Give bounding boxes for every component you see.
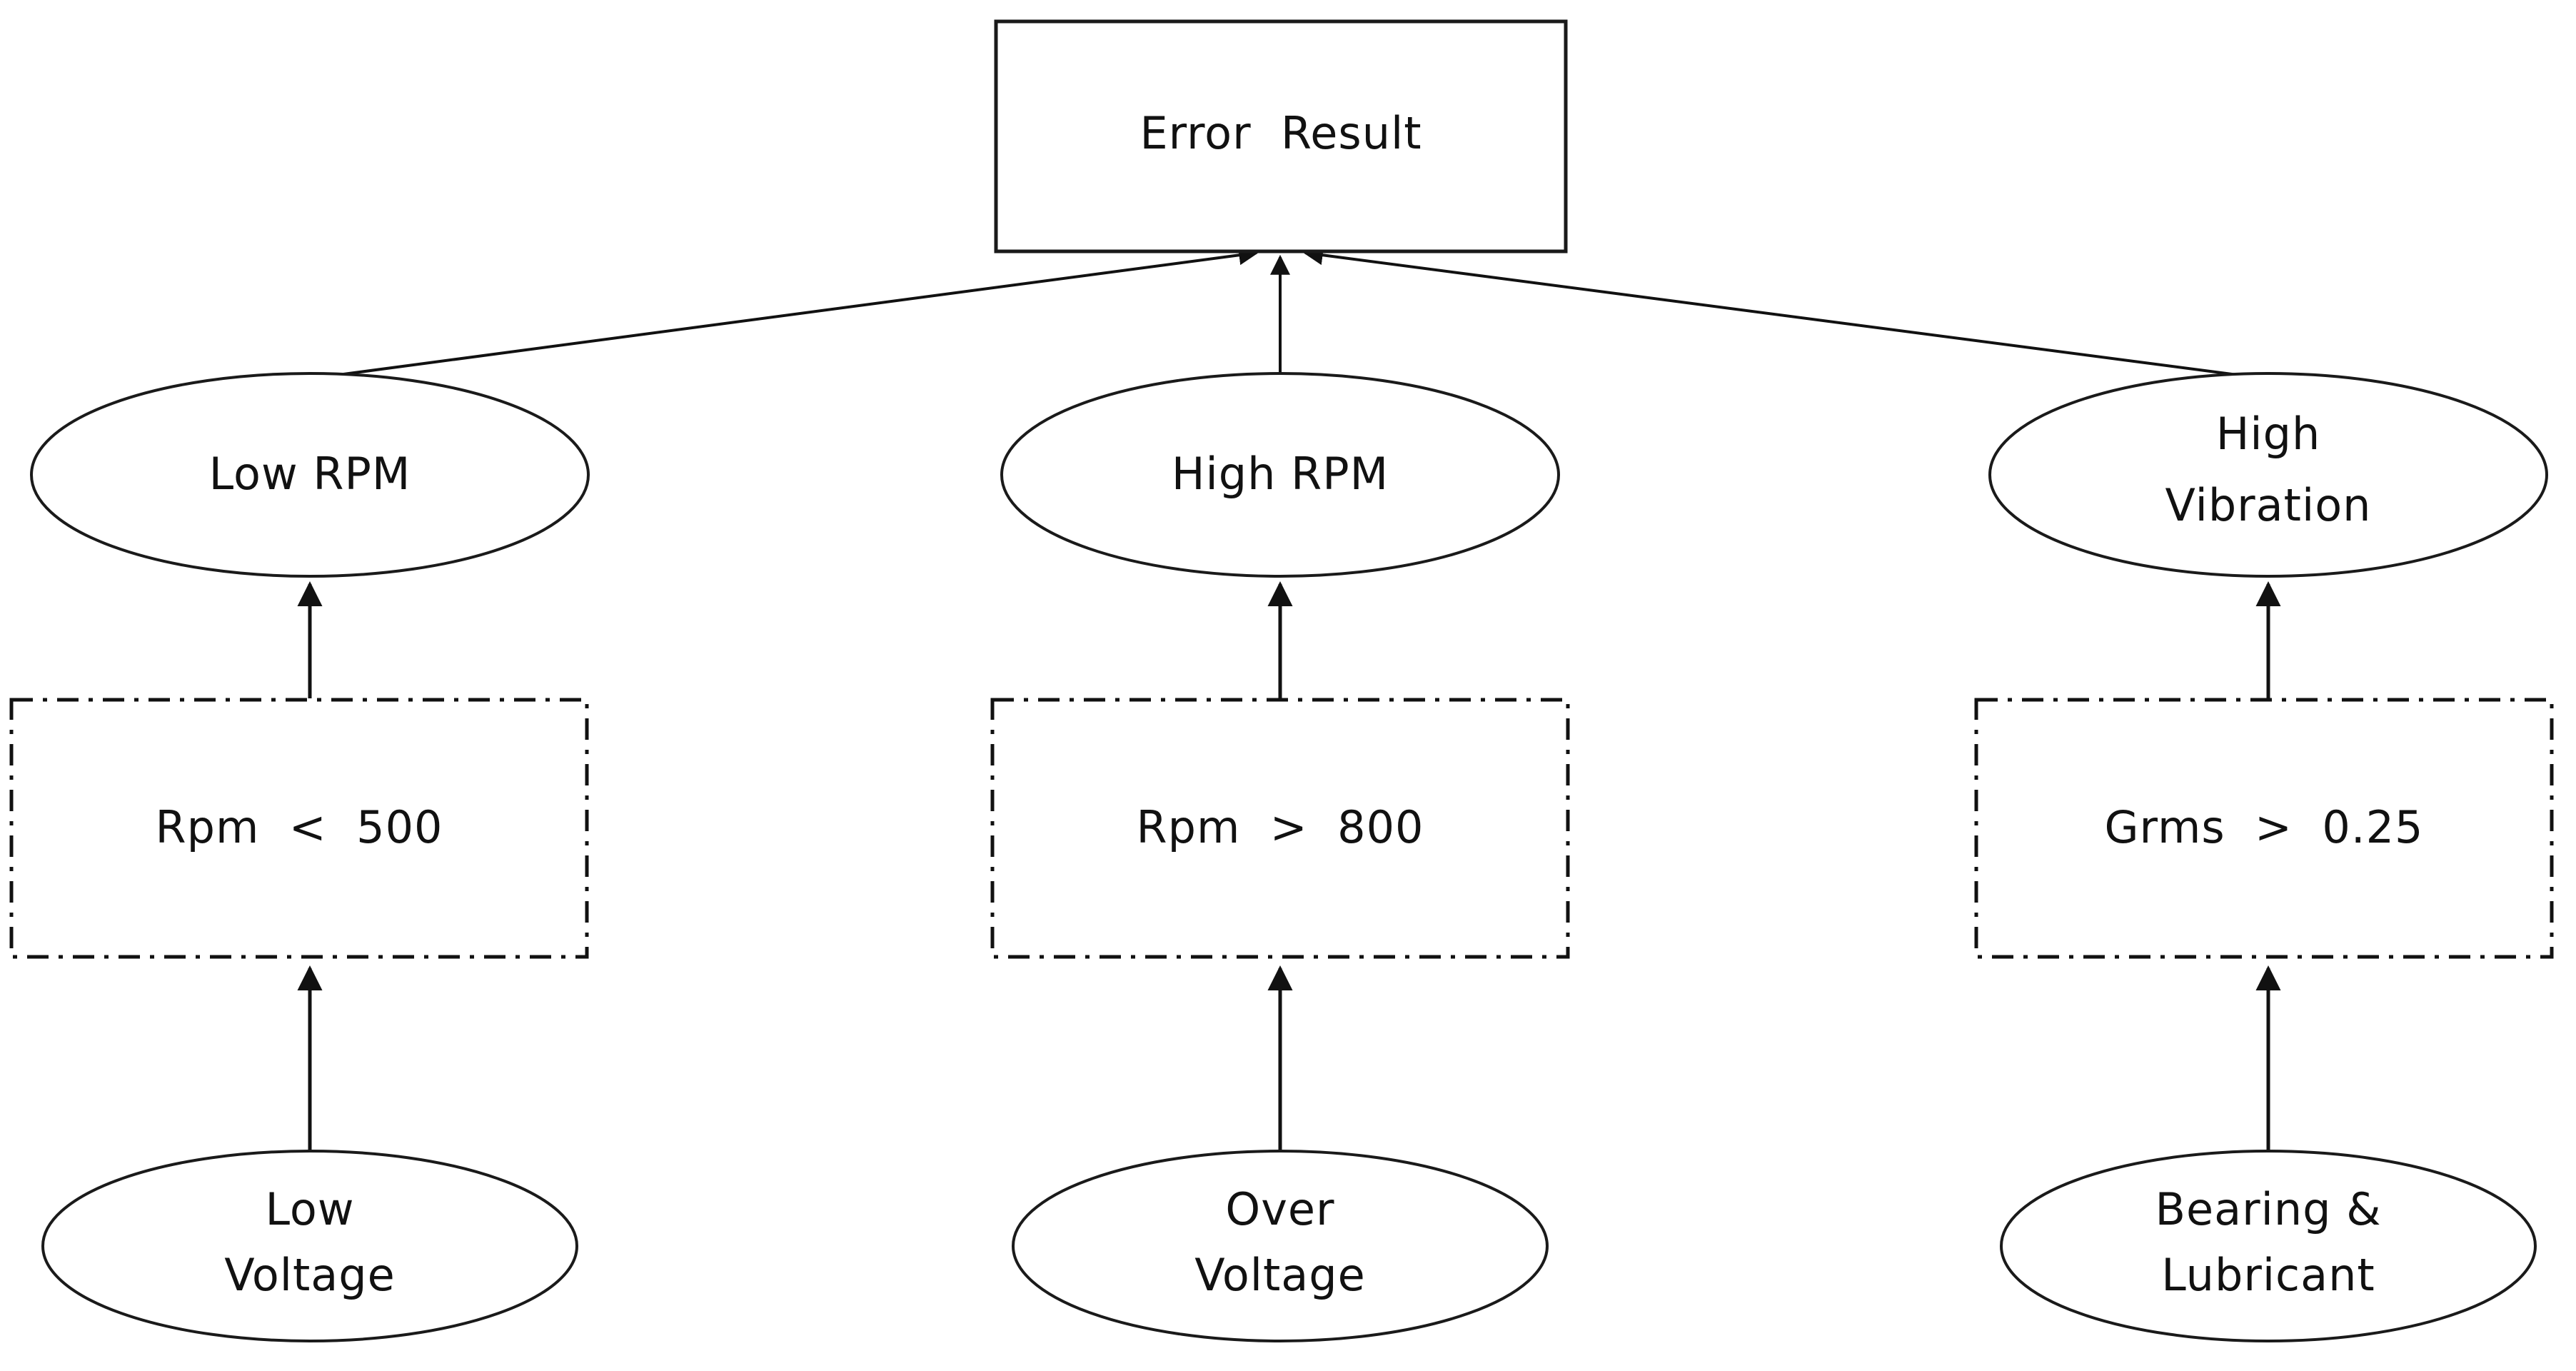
edge-high-vibration-to-error-result bbox=[1302, 245, 2265, 380]
node-bearing-lubricant[interactable]: Bearing & Lubricant bbox=[2000, 1150, 2537, 1342]
node-rpm-lt-500[interactable]: Rpm < 500 bbox=[9, 698, 589, 959]
node-rpm-gt-800-label: Rpm > 800 bbox=[1137, 801, 1424, 853]
node-low-voltage-label-line2: Voltage bbox=[224, 1249, 396, 1301]
node-low-voltage-label-line1: Low bbox=[265, 1183, 354, 1235]
node-high-vibration-label-line2: Vibration bbox=[2165, 479, 2372, 531]
edge-low-rpm-to-error-result bbox=[311, 245, 1259, 380]
node-grms-gt-025[interactable]: Grms > 0.25 bbox=[1974, 698, 2554, 959]
node-rpm-lt-500-label: Rpm < 500 bbox=[156, 801, 443, 853]
node-high-rpm-label: High RPM bbox=[1172, 448, 1389, 500]
node-bearing-lubricant-label-line1: Bearing & bbox=[2155, 1183, 2381, 1235]
node-bearing-lubricant-label-line2: Lubricant bbox=[2161, 1249, 2375, 1301]
node-error-result[interactable]: Error Result bbox=[994, 19, 1568, 253]
node-error-result-label: Error Result bbox=[1139, 107, 1422, 159]
node-rpm-gt-800[interactable]: Rpm > 800 bbox=[990, 698, 1570, 959]
node-low-rpm[interactable]: Low RPM bbox=[30, 372, 590, 578]
node-high-vibration[interactable]: High Vibration bbox=[1988, 372, 2548, 578]
node-over-voltage[interactable]: Over Voltage bbox=[1012, 1150, 1549, 1342]
node-grms-gt-025-label: Grms > 0.25 bbox=[2105, 801, 2424, 853]
node-over-voltage-label-line2: Voltage bbox=[1194, 1249, 1366, 1301]
node-low-rpm-label: Low RPM bbox=[209, 448, 411, 500]
node-high-rpm[interactable]: High RPM bbox=[1000, 372, 1560, 578]
node-high-vibration-label-line1: High bbox=[2216, 408, 2321, 460]
node-low-voltage[interactable]: Low Voltage bbox=[41, 1150, 578, 1342]
node-over-voltage-label-line1: Over bbox=[1225, 1183, 1334, 1235]
